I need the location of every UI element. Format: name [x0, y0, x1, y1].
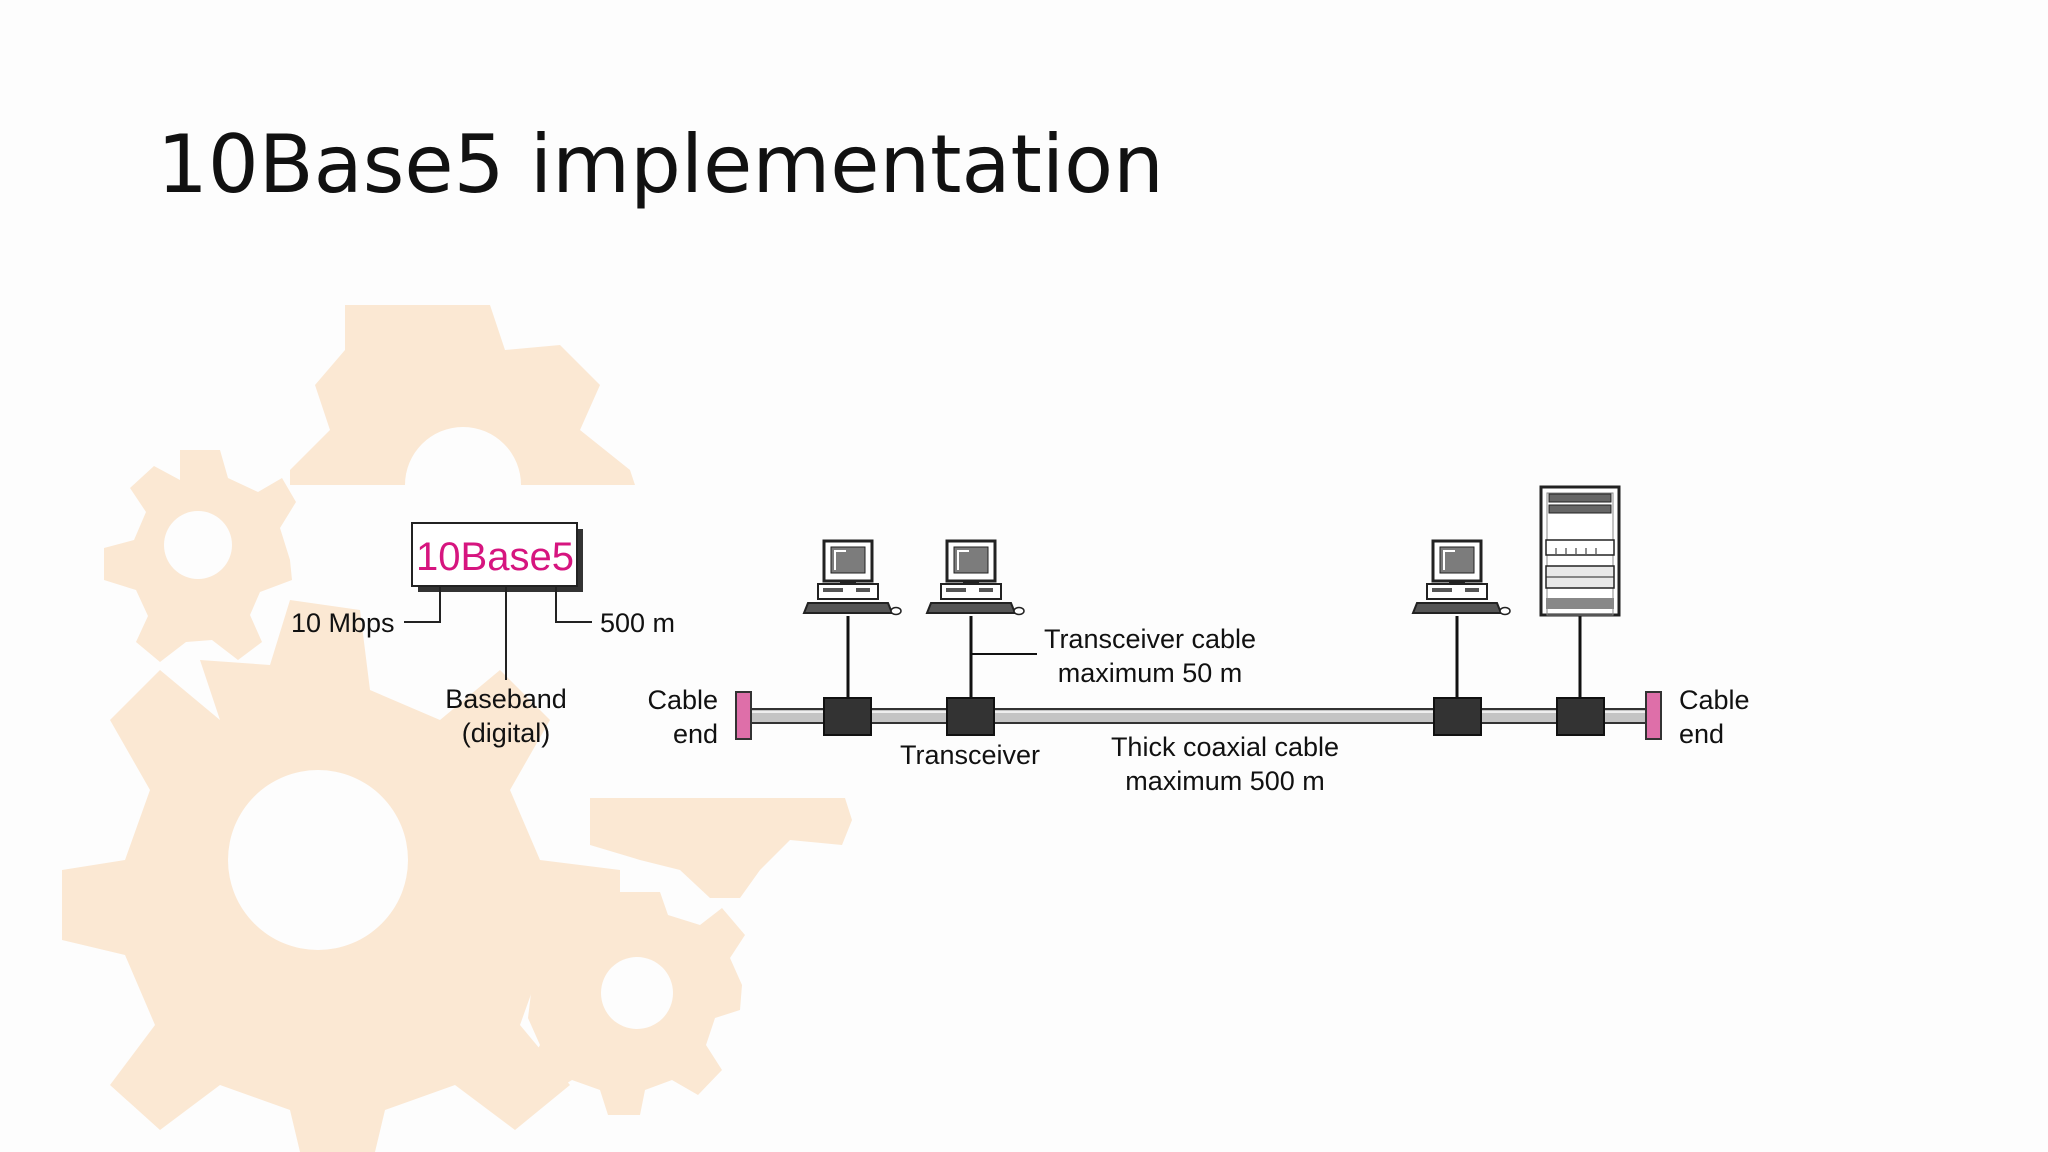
- badge-label: 10Base5: [416, 535, 574, 579]
- thick-coaxial-cable: [743, 708, 1647, 724]
- cable-end-right-label-line1: Cable: [1679, 685, 1750, 715]
- gear-small-left-hole: [164, 511, 232, 579]
- coax-label-line1: Thick coaxial cable: [1111, 732, 1339, 762]
- cable-end-left-label-line1: Cable: [647, 685, 718, 715]
- length-label: 500 m: [600, 608, 675, 638]
- signal-label-line2: (digital): [462, 718, 551, 748]
- coax-label-line2: maximum 500 m: [1125, 766, 1325, 796]
- server-icon: [1539, 485, 1621, 617]
- transceiver-label: Transceiver: [900, 740, 1040, 770]
- signal-label-line1: Baseband: [445, 684, 567, 714]
- transceiver-cable-label-line1: Transceiver cable: [1044, 624, 1256, 654]
- gear-band-icon: [590, 798, 852, 898]
- gear-top-icon: [290, 305, 635, 485]
- cable-end-right-label-line2: end: [1679, 719, 1724, 749]
- gear-large-hole: [228, 770, 408, 950]
- transceiver-cable-label-line2: maximum 50 m: [1058, 658, 1243, 688]
- cable-end-left: [735, 691, 752, 740]
- transceiver-4: [1556, 697, 1605, 736]
- computer-3-icon: [1411, 539, 1511, 616]
- computer-1-icon: [802, 539, 902, 616]
- rate-label: 10 Mbps: [291, 608, 395, 638]
- computer-2-icon: [925, 539, 1025, 616]
- page-title: 10Base5 implementation: [157, 118, 1164, 211]
- cable-end-right: [1645, 691, 1662, 740]
- badge-box: [411, 522, 578, 587]
- cable-end-left-label-line2: end: [673, 719, 718, 749]
- name-badge: 10Base5: [411, 522, 583, 592]
- gear-small-bottom-hole: [601, 957, 673, 1029]
- badge-leader-lines: [404, 586, 592, 680]
- transceiver-3: [1433, 697, 1482, 736]
- gear-top-hole: [405, 427, 521, 485]
- transceiver-1: [823, 697, 872, 736]
- transceiver-2: [946, 697, 995, 736]
- transceiver-cables: [846, 616, 1582, 700]
